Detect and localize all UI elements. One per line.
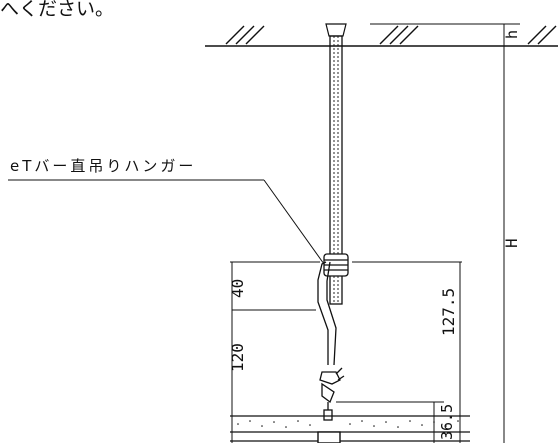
board-texture xyxy=(237,420,459,428)
dim-h-label: h xyxy=(503,30,521,39)
hex-nut xyxy=(323,253,349,277)
hanger-callout-label: eTバー直吊りハンガー xyxy=(10,157,197,175)
threaded-rod xyxy=(325,23,347,305)
ceiling-board xyxy=(230,415,470,443)
dim-36-5-label: 36.5 xyxy=(438,404,456,440)
rod-top-cap xyxy=(325,23,347,37)
ceiling-hatch-mid xyxy=(379,25,419,45)
ceiling-slab xyxy=(205,25,558,47)
caption-text: へください。 xyxy=(0,0,115,20)
t-bar-section xyxy=(317,431,341,443)
et-bar-hanger xyxy=(317,261,337,366)
dim-120-label: 120 xyxy=(228,343,247,372)
rod-body xyxy=(329,35,343,305)
callout-leader xyxy=(263,179,325,265)
dimension-lines xyxy=(8,23,520,443)
dim-127-5-label: 127.5 xyxy=(439,288,458,336)
dim-40-label: 40 xyxy=(228,279,247,298)
ceiling-hatch-left xyxy=(225,25,265,45)
dim-H-label: H xyxy=(502,238,521,248)
ceiling-hatch-right xyxy=(527,25,557,45)
hanger-clip xyxy=(319,367,345,421)
